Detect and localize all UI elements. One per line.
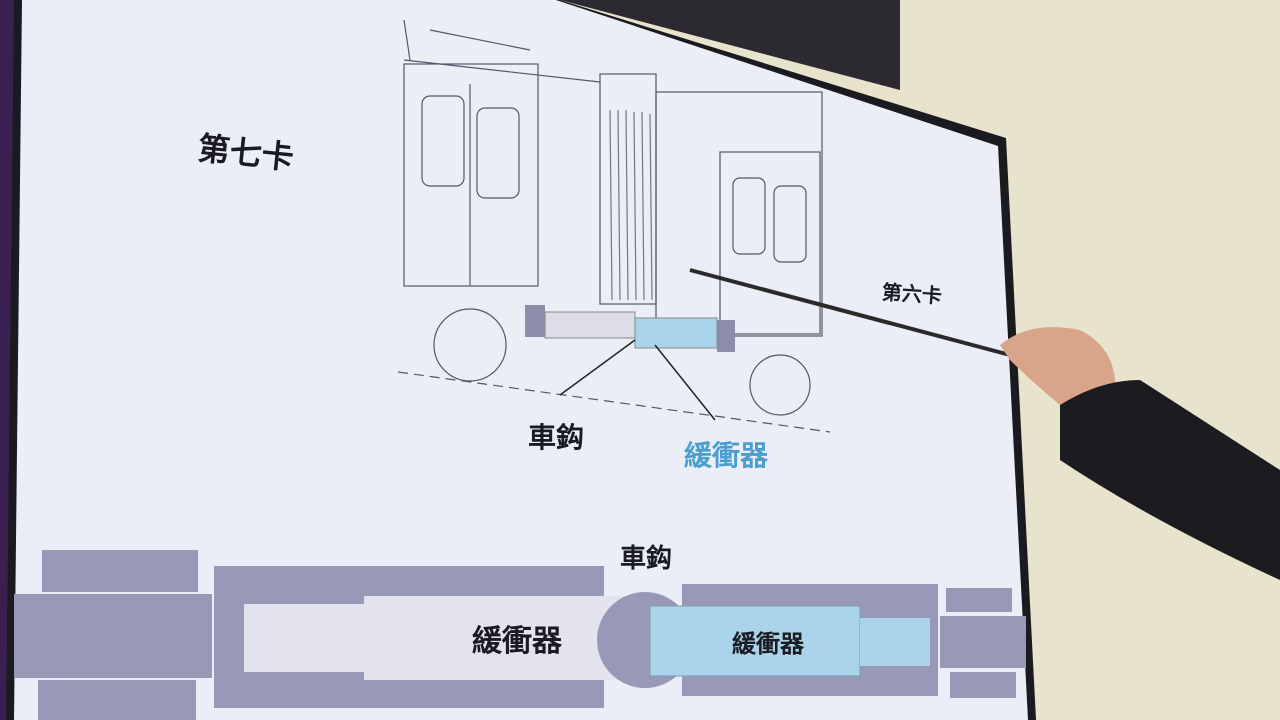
detail-coupler-label: 車鈎 xyxy=(620,544,673,574)
pointer-stick xyxy=(689,268,1011,357)
block xyxy=(14,594,212,678)
small-buffer-right xyxy=(634,317,718,349)
buffer-leader-line xyxy=(654,344,716,421)
right-buffer-rod xyxy=(860,618,930,666)
left-buffer xyxy=(364,596,642,680)
right-buffer xyxy=(649,605,861,677)
hand xyxy=(1000,327,1116,412)
small-block-left xyxy=(525,305,545,337)
block xyxy=(950,672,1016,698)
sleeve xyxy=(1060,380,1280,580)
block xyxy=(42,550,198,592)
detail-buffer-right-label: 緩衝器 xyxy=(732,630,804,658)
small-block-right xyxy=(717,320,735,352)
car-seven-label: 第七卡 xyxy=(196,129,296,177)
car-six-label: 第六卡 xyxy=(881,279,943,309)
left-buffer-rod xyxy=(244,604,364,672)
monitor-screen xyxy=(14,0,1028,720)
train-drawing xyxy=(397,19,831,433)
block xyxy=(946,588,1012,612)
buffer-label: 緩衝器 xyxy=(684,439,769,472)
block xyxy=(38,680,196,720)
coupler-leader-line xyxy=(559,339,636,396)
coupler-label: 車鈎 xyxy=(528,421,585,454)
detail-buffer-left-label: 緩衝器 xyxy=(472,624,562,659)
small-buffer-left xyxy=(544,311,636,339)
block xyxy=(940,616,1026,668)
background-dark xyxy=(560,0,900,90)
